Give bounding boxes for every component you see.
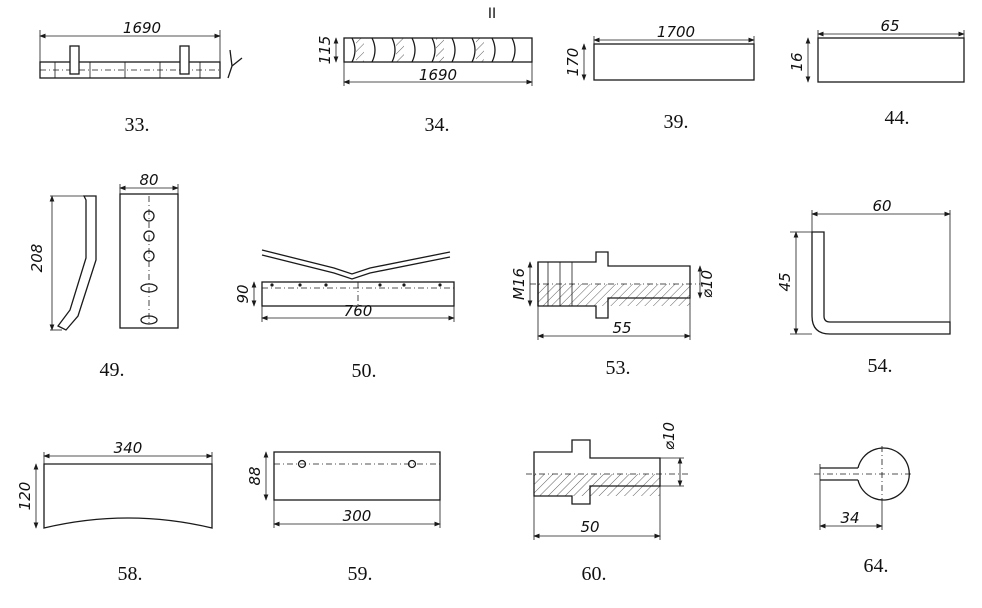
- part-59-drawing: [263, 451, 441, 528]
- part-50-drawing: [251, 249, 455, 322]
- part-59: 88 300 59.: [246, 451, 441, 585]
- part-64-drawing: [814, 446, 914, 530]
- dim-height: 208: [28, 244, 46, 273]
- part-number: 60.: [582, 563, 607, 585]
- part-44-drawing: [805, 30, 965, 83]
- dim-height: 45: [776, 272, 794, 291]
- dim-height: 88: [246, 466, 264, 485]
- dim-width: 60: [872, 197, 891, 215]
- part-58-drawing: [33, 452, 213, 529]
- part-number: 33.: [125, 114, 150, 136]
- sheet-label: II: [488, 6, 496, 22]
- part-60: ⌀10 50 60.: [526, 422, 688, 585]
- part-number: 50.: [352, 360, 377, 382]
- part-number: 54.: [868, 355, 893, 377]
- part-number: 49.: [100, 359, 125, 381]
- dim-length: 1690: [123, 19, 161, 37]
- dim-length: 1690: [419, 66, 457, 84]
- part-number: 59.: [348, 563, 373, 585]
- part-49-drawing: [49, 184, 179, 331]
- dim-length: 55: [612, 319, 631, 337]
- dim-width: 65: [880, 17, 899, 35]
- part-number: 44.: [885, 107, 910, 129]
- dim-width: 340: [114, 439, 143, 457]
- part-33: 1690 33.: [39, 19, 243, 136]
- part-34-drawing: [333, 37, 533, 86]
- dim-length: 1700: [657, 23, 695, 41]
- dim-width: 80: [139, 171, 158, 189]
- part-number: 64.: [864, 555, 889, 577]
- part-50: 90 760 50.: [234, 249, 455, 382]
- part-44: 65 16 44.: [788, 17, 965, 129]
- part-53: M16 ⌀10 55 53.: [510, 251, 716, 379]
- dim-length: 300: [343, 507, 372, 525]
- part-number: 34.: [425, 114, 450, 136]
- dim-height: 90: [234, 284, 252, 303]
- part-number: 58.: [118, 563, 143, 585]
- part-60-drawing: [526, 439, 688, 540]
- part-39: 1700 170 39.: [564, 23, 755, 133]
- dim-length: 50: [580, 518, 599, 536]
- part-34: 115 1690 34.: [316, 36, 533, 136]
- part-54-drawing: [790, 210, 951, 335]
- dim-height: 115: [316, 36, 334, 65]
- dim-length: 34: [840, 509, 859, 527]
- dim-diameter: ⌀10: [660, 422, 678, 450]
- dim-height: 120: [16, 482, 34, 511]
- dim-diameter: ⌀10: [698, 270, 716, 298]
- part-33-drawing: [39, 30, 243, 79]
- part-54: 60 45 54.: [776, 197, 951, 377]
- part-58: 340 120 58.: [16, 439, 213, 585]
- dim-length: 760: [344, 302, 373, 320]
- dim-thread: M16: [510, 268, 528, 300]
- part-number: 53.: [606, 357, 631, 379]
- part-53-drawing: [527, 251, 703, 340]
- dim-height: 170: [564, 48, 582, 77]
- part-64: 34 64.: [814, 446, 914, 577]
- dim-thickness: 16: [788, 52, 806, 71]
- part-49: 80 208 49.: [28, 171, 179, 381]
- part-39-drawing: [581, 36, 755, 81]
- part-number: 39.: [664, 111, 689, 133]
